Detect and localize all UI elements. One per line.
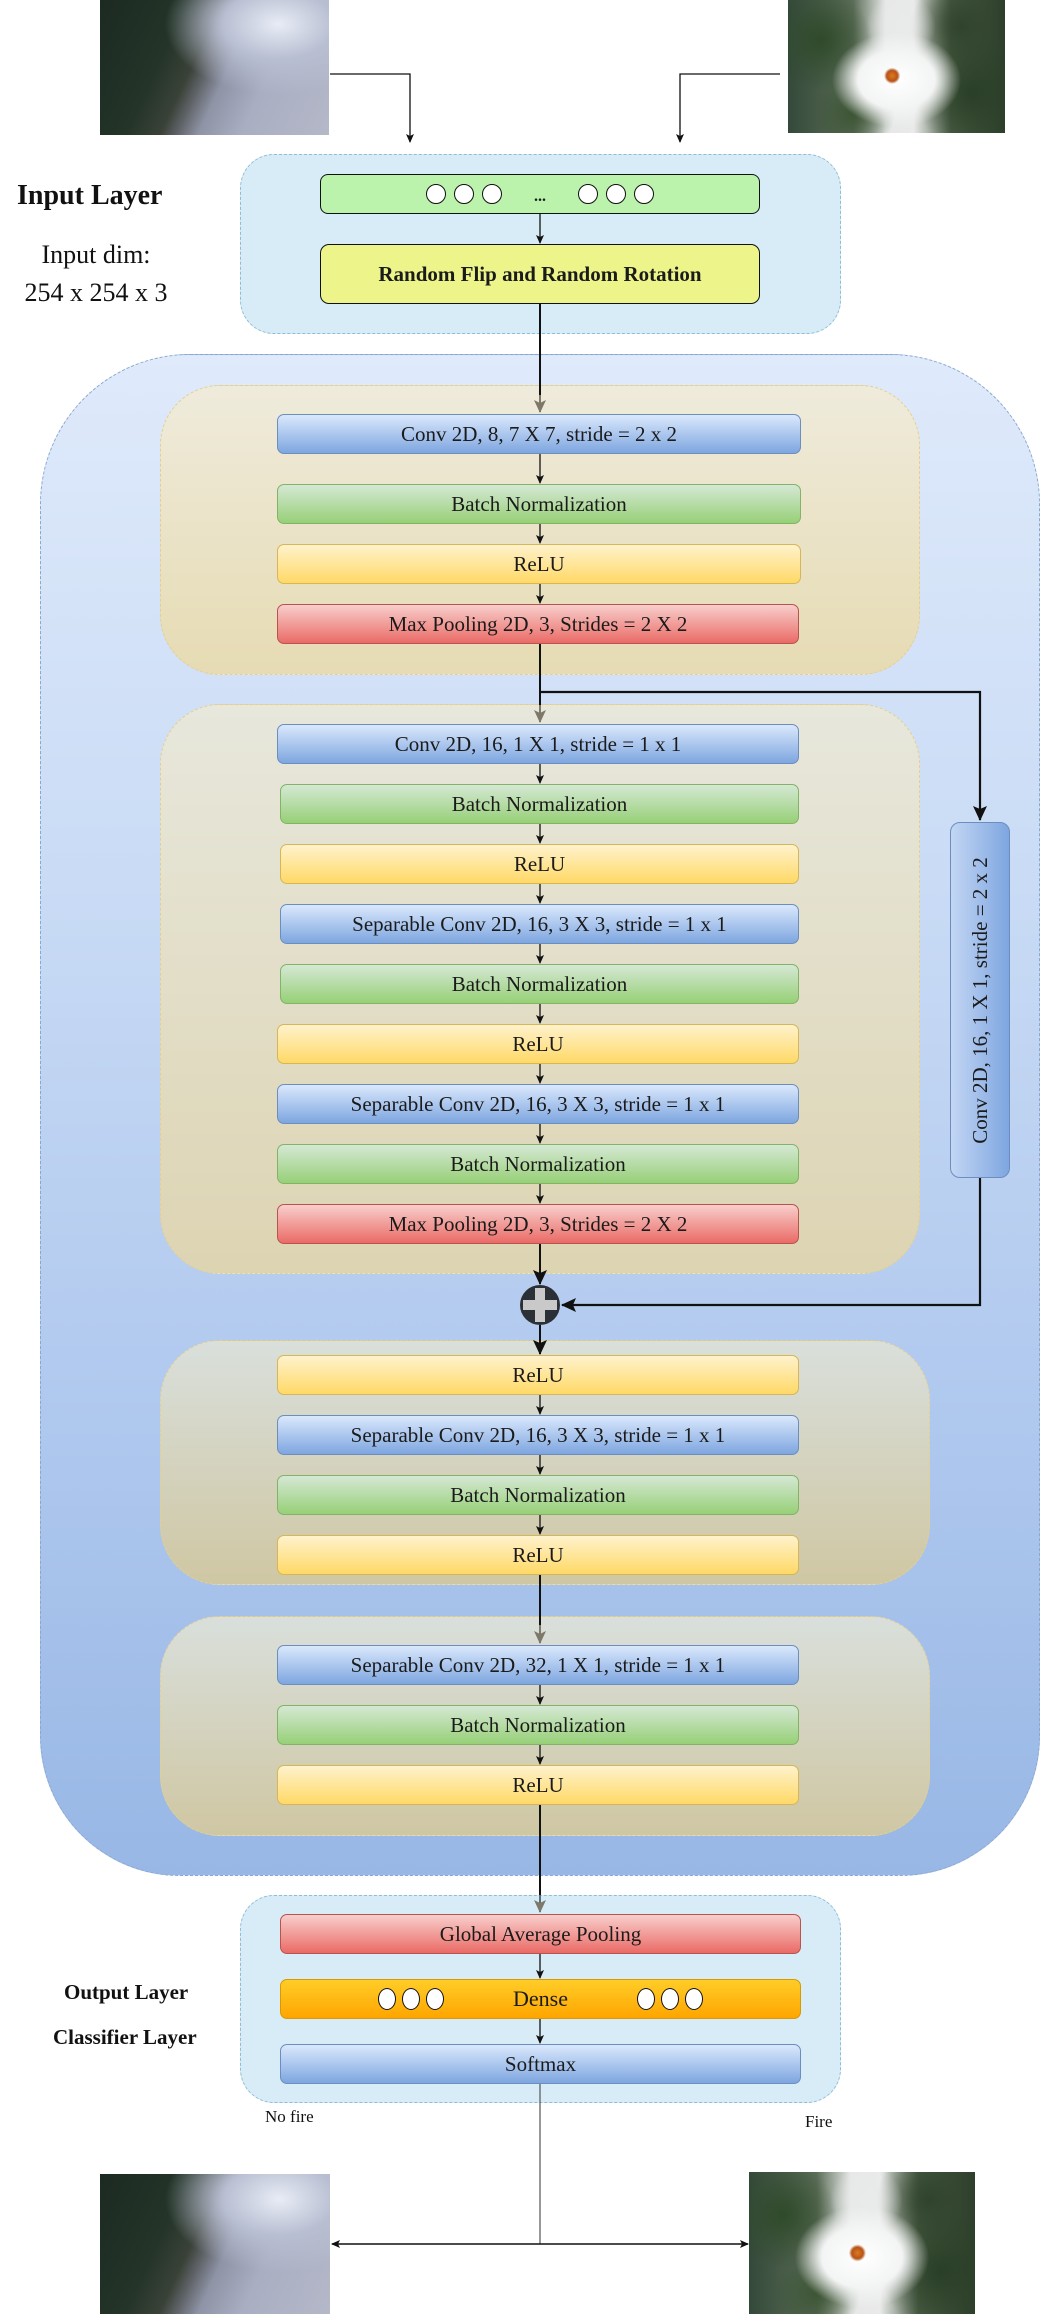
- block1-maxpool: Max Pooling 2D, 3, Strides = 2 X 2: [277, 604, 799, 644]
- block2-maxpool: Max Pooling 2D, 3, Strides = 2 X 2: [277, 1204, 799, 1244]
- input-dim-value: 254 x 254 x 3: [24, 278, 168, 307]
- skip-branch-label: Conv 2D, 16, 1 X 1, stride = 2 x 2: [967, 856, 992, 1144]
- node-icon: [482, 184, 502, 204]
- augmentation-layer: Random Flip and Random Rotation: [320, 244, 760, 304]
- input-dim-caption: Input dim:: [41, 240, 151, 269]
- block2-relu-1: ReLU: [280, 844, 799, 884]
- block3-relu-2: ReLU: [277, 1535, 799, 1575]
- ellipsis: ...: [534, 188, 546, 205]
- input-arrow-right: [676, 73, 780, 143]
- class-label-fire: Fire: [805, 2112, 833, 2131]
- input-fire-image: [788, 0, 1005, 133]
- node-icon: [402, 1988, 420, 2010]
- input-layer-title: Input Layer: [17, 180, 163, 211]
- block2-sepconv-2: Separable Conv 2D, 16, 3 X 3, stride = 1…: [277, 1084, 799, 1124]
- node-icon: [606, 184, 626, 204]
- input-no-fire-image: [100, 0, 329, 135]
- output-no-fire-image: [100, 2174, 330, 2314]
- block1-conv2d: Conv 2D, 8, 7 X 7, stride = 2 x 2: [277, 414, 801, 454]
- dense-layer: Dense: [280, 1979, 801, 2019]
- node-icon: [426, 184, 446, 204]
- block2-batchnorm-3: Batch Normalization: [277, 1144, 799, 1184]
- block4-sepconv: Separable Conv 2D, 32, 1 X 1, stride = 1…: [277, 1645, 799, 1685]
- dense-label: Dense: [513, 1986, 568, 2011]
- classifier-layer-title: Classifier Layer: [53, 2025, 197, 2049]
- output-fire-image: [749, 2172, 975, 2314]
- node-icon: [634, 184, 654, 204]
- input-arrow-left: [330, 73, 414, 143]
- block2-relu-2: ReLU: [277, 1024, 799, 1064]
- node-icon: [454, 184, 474, 204]
- block4-batchnorm: Batch Normalization: [277, 1705, 799, 1745]
- block3-relu-1: ReLU: [277, 1355, 799, 1395]
- block2-batchnorm-1: Batch Normalization: [280, 784, 799, 824]
- block1-relu: ReLU: [277, 544, 801, 584]
- input-dim-label: Input dim: 254 x 254 x 3: [16, 236, 176, 312]
- add-merge-icon: [520, 1285, 560, 1325]
- node-icon: [636, 1988, 655, 2010]
- output-layer-title: Output Layer: [64, 1980, 189, 2004]
- block1-batchnorm: Batch Normalization: [277, 484, 801, 524]
- block3-batchnorm: Batch Normalization: [277, 1475, 799, 1515]
- class-label-no-fire: No fire: [265, 2107, 314, 2126]
- input-nodes-layer: ...: [320, 174, 760, 214]
- node-icon: [578, 184, 598, 204]
- global-average-pooling: Global Average Pooling: [280, 1914, 801, 1954]
- node-icon: [426, 1988, 444, 2010]
- node-icon: [684, 1988, 703, 2010]
- block2-conv2d: Conv 2D, 16, 1 X 1, stride = 1 x 1: [277, 724, 799, 764]
- node-icon: [378, 1988, 396, 2010]
- node-icon: [660, 1988, 679, 2010]
- block2-batchnorm-2: Batch Normalization: [280, 964, 799, 1004]
- softmax-layer: Softmax: [280, 2044, 801, 2084]
- block4-relu: ReLU: [277, 1765, 799, 1805]
- block3-sepconv: Separable Conv 2D, 16, 3 X 3, stride = 1…: [277, 1415, 799, 1455]
- block2-sepconv-1: Separable Conv 2D, 16, 3 X 3, stride = 1…: [280, 904, 799, 944]
- skip-branch-conv2d: Conv 2D, 16, 1 X 1, stride = 2 x 2: [950, 822, 1010, 1178]
